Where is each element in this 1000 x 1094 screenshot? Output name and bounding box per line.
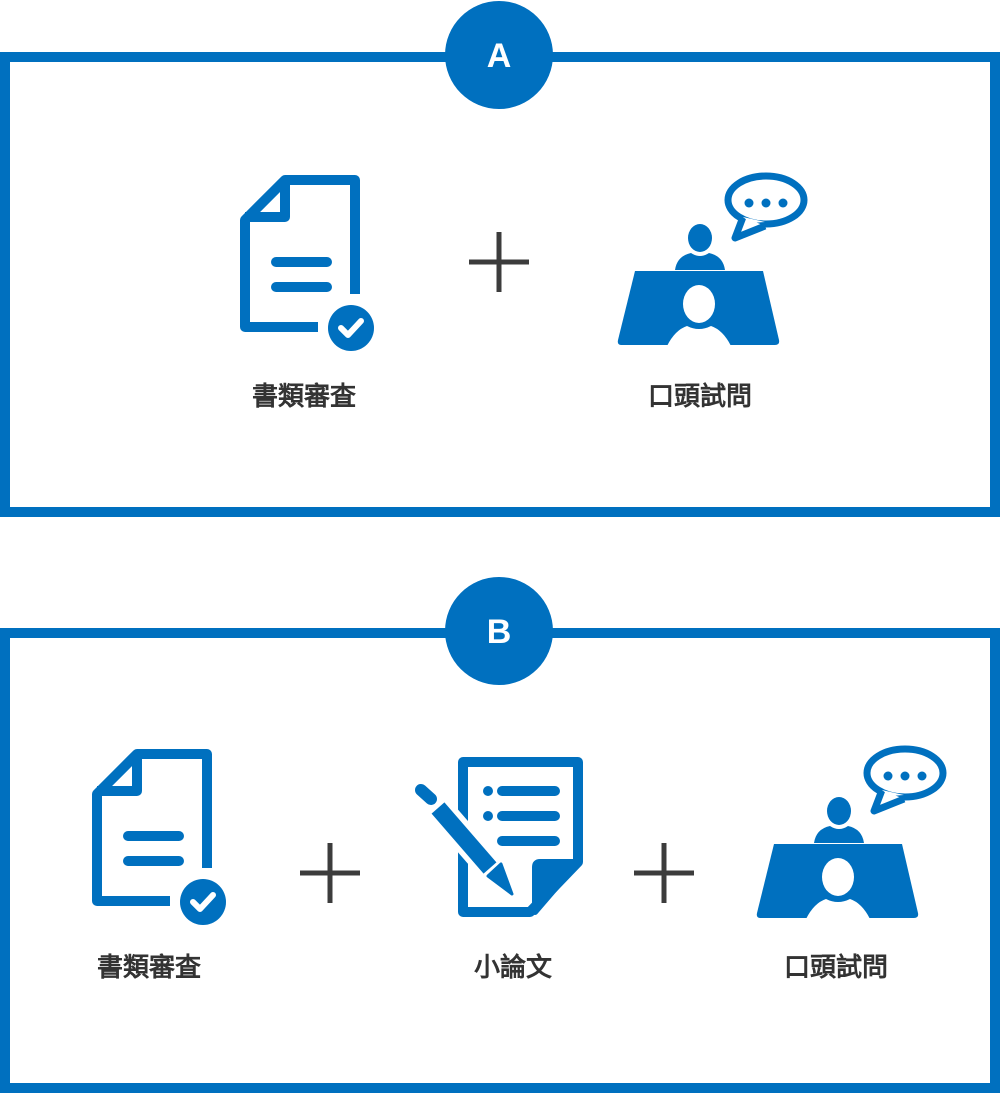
document-check-icon	[97, 754, 226, 925]
label-document-review: 書類審査	[97, 953, 201, 983]
panel-a: A 書類審査 口頭試問	[0, 1, 1000, 517]
document-check-icon	[245, 180, 374, 351]
label-short-essay: 小論文	[474, 952, 553, 983]
interview-icon	[757, 748, 943, 919]
label-oral-exam: 口頭試問	[648, 381, 752, 412]
plus-icon	[469, 232, 529, 292]
label-document-review: 書類審査	[252, 382, 356, 412]
essay-pencil-icon	[421, 762, 578, 912]
badge-a-label: A	[487, 37, 512, 75]
panel-b: B 書類審査 小論文 口頭試問	[0, 577, 1000, 1093]
badge-b	[445, 577, 553, 685]
plus-icon	[634, 843, 694, 903]
interview-icon	[618, 175, 804, 346]
label-oral-exam: 口頭試問	[784, 952, 888, 983]
badge-b-label: B	[487, 613, 512, 651]
badge-a	[445, 1, 553, 109]
plus-icon	[300, 843, 360, 903]
